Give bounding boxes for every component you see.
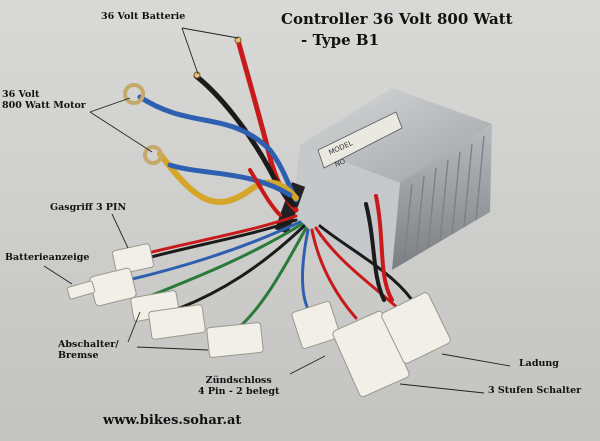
model-sticker [317,111,403,169]
callout-three-step-switch: 3 Stufen Schalter [488,385,582,396]
page-subtitle: - Type B1 [301,31,380,49]
charging-connector [381,292,451,364]
ring-terminal [143,145,163,165]
callout-throttle: Gasgriff 3 PIN [50,202,127,213]
motor-wires [123,83,299,217]
ring-terminal [123,83,145,105]
callout-battery-indicator: Batterieanzeige [5,252,90,263]
connectors [66,243,451,398]
website-link[interactable]: www.bikes.sohar.at [103,413,242,428]
callout-ignition: Zündschloss 4 Pin - 2 belegt [198,375,280,397]
brake-connector-b [148,304,206,340]
number-sticker-text: NO [334,157,348,169]
throttle-connector [111,243,155,275]
callout-brake: Abschalter/ Bremse [58,339,119,361]
switch-connector-small [291,301,341,349]
page-title: Controller 36 Volt 800 Watt [281,10,513,28]
callout-battery: 36 Volt Batterie [101,11,186,22]
callout-motor: 36 Volt 800 Watt Motor [2,89,86,111]
callout-charging: Ladung [519,358,559,369]
ignition-connector [206,322,264,358]
signal-wires [118,194,414,332]
indicator-plug [66,280,96,300]
callout-leaders [43,27,511,394]
